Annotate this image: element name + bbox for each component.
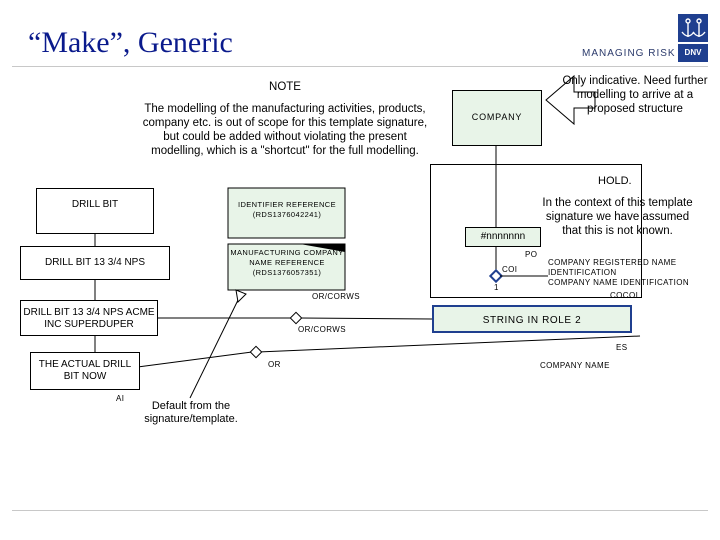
or-label: OR (268, 360, 281, 369)
identifier-reference-label[interactable]: IDENTIFIER REFERENCE (RDS1376042241) (237, 200, 336, 219)
orcorws-label-2: OR/CORWS (298, 325, 346, 334)
relation-line (299, 317, 433, 320)
company-name-identification-label: COMPANY NAME IDENTIFICATION (548, 278, 690, 287)
company-name-label: COMPANY NAME (540, 361, 610, 370)
callout-arrow (545, 74, 596, 126)
company-registered-name-label: COMPANY REGISTERED NAME IDENTIFICATION (548, 258, 677, 277)
relation-diamond (289, 311, 303, 325)
relation-line (257, 335, 641, 353)
default-arrow-head (235, 289, 247, 304)
drill-bit-nps-box[interactable]: DRILL BIT 13 3/4 NPS (20, 246, 170, 280)
string-in-role-box[interactable]: STRING IN ROLE 2 (432, 305, 632, 333)
header-divider (12, 66, 708, 67)
anchor-icon (681, 18, 706, 37)
coi-label: COI (502, 265, 518, 274)
page-title: “Make”, Generic (28, 26, 233, 59)
default-note: Default from the signature/template. (144, 400, 238, 425)
dnv-logo: DNV (678, 44, 708, 62)
drill-bit-class-box[interactable]: DRILL BIT (36, 188, 154, 234)
hold-label: HOLD. (598, 175, 632, 187)
brand-tagline: MANAGING RISK (582, 48, 676, 59)
context-note: In the context of this template signatur… (542, 197, 693, 237)
relation-diamond (488, 268, 504, 284)
actual-drill-bit-box[interactable]: THE ACTUAL DRILL BIT NOW (30, 352, 140, 390)
es-label: ES (616, 343, 628, 352)
orcorws-label-1: OR/CORWS (312, 292, 360, 301)
relation-diamond (249, 345, 263, 359)
scope-note: NOTE The modelling of the manufacturing … (140, 80, 430, 158)
cardinality-label: 1 (494, 283, 499, 292)
note-heading: NOTE (269, 81, 301, 93)
indicative-note: Only indicative. Need further modelling … (562, 75, 708, 115)
drill-bit-acme-box[interactable]: DRILL BIT 13 3/4 NPS ACME INC SUPERDUPER (20, 300, 158, 336)
logo-icon (678, 14, 708, 42)
footer-divider (12, 510, 708, 511)
po-label: PO (525, 250, 538, 259)
nnnnnnn-box[interactable]: #nnnnnnn (465, 227, 541, 247)
company-box[interactable]: COMPANY (452, 90, 542, 146)
cocoi-label: COCOI (610, 291, 639, 300)
reference-fold-mark (300, 244, 345, 252)
relation-line (129, 351, 253, 369)
ai-label: AI (116, 394, 125, 403)
hold-container (430, 164, 642, 298)
note-body: The modelling of the manufacturing activ… (142, 103, 428, 157)
identifier-reference-shape (227, 187, 346, 239)
default-arrow-line (189, 295, 241, 399)
manufacturing-reference-label[interactable]: MANUFACTURING COMPANY NAME REFERENCE (RD… (230, 248, 344, 277)
